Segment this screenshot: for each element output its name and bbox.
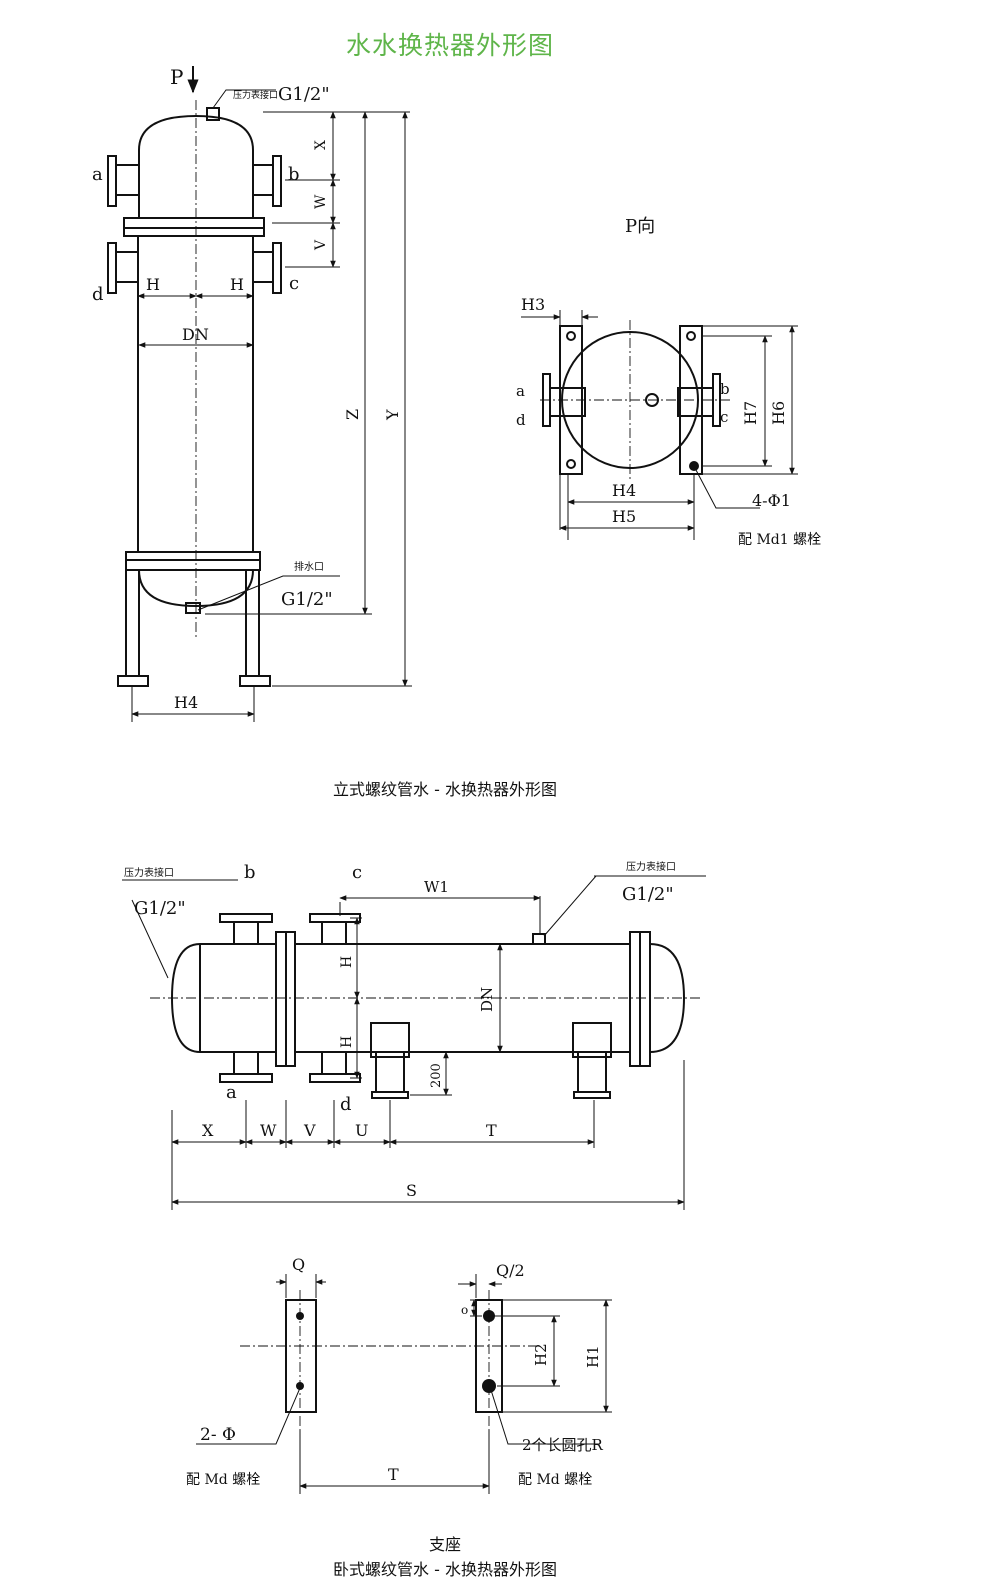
vertical-gauge-port-label: 压力表接口 [233, 89, 278, 101]
vertical-main-flange [123, 217, 265, 229]
p-view-h3-label: H3 [521, 295, 545, 314]
horizontal-s-label: S [406, 1181, 417, 1200]
horizontal-h-label-bottom: H [339, 1036, 355, 1048]
vertical-d-label: d [92, 284, 104, 305]
nozzle-c [252, 251, 274, 283]
nozzle-d [115, 251, 139, 283]
vertical-drain-port [185, 602, 201, 614]
horizontal-200-label: 200 [429, 1063, 444, 1088]
vertical-top-dome [138, 114, 254, 151]
vertical-w-label: W [313, 194, 329, 209]
horizontal-gauge-port-right-label: 压力表接口 [626, 860, 676, 873]
p-view-b-label: b [720, 380, 730, 398]
vertical-c-label: c [289, 273, 299, 294]
horizontal-nozzle-c [321, 921, 347, 945]
p-view-h7-label: H7 [741, 401, 760, 425]
horizontal-main-flange [275, 931, 287, 1067]
horizontal-w-label: W [260, 1121, 277, 1140]
p-view-bolt-label: 配 Md1 螺栓 [738, 532, 821, 548]
p-view-title: P向 [625, 216, 655, 237]
vertical-dn-label: DN [182, 325, 209, 344]
horizontal-x-label: X [202, 1121, 214, 1140]
p-view-h5-label: H5 [612, 507, 636, 526]
horizontal-nozzle-b [233, 921, 259, 945]
vertical-a-label: a [92, 164, 103, 185]
support-bolt-right-label: 配 Md 螺栓 [518, 1472, 592, 1488]
vertical-z-label: Z [343, 409, 362, 420]
nozzle-a [115, 164, 140, 196]
p-view-a-label: a [516, 382, 525, 400]
vertical-leg-foot-left [117, 675, 149, 687]
vertical-y-label: Y [383, 409, 402, 421]
horizontal-saddle-left [370, 1022, 410, 1058]
p-view-nozzle-left [549, 387, 586, 417]
horizontal-right-head [649, 943, 686, 1053]
vertical-drain-label: 排水口 [294, 560, 324, 573]
p-view-drawing: P向 H3 [516, 216, 821, 548]
horizontal-dn-label: DN [478, 987, 496, 1012]
vertical-exchanger-drawing: P 压力表接口 G1/2" a b d c H H DN X W V Z Y 排… [92, 65, 412, 722]
support-h1-label: H1 [584, 1345, 602, 1368]
horizontal-t-label: T [486, 1121, 497, 1140]
support-detail-drawing: Q Q/2 o H2 H1 T 2- Φ 配 Md 螺栓 2个长圆孔R 配 Md… [186, 1255, 612, 1494]
horizontal-right-flange [629, 931, 641, 1067]
vertical-caption: 立式螺纹管水 - 水换热器外形图 [333, 780, 557, 799]
support-holes-right-label: 2个长圆孔R [522, 1436, 604, 1454]
horizontal-w1-label: W1 [424, 878, 449, 896]
horizontal-gauge-port [532, 933, 546, 945]
vertical-g-bottom-label: G1/2" [281, 589, 333, 610]
vertical-p-label: P [170, 65, 183, 89]
support-caption: 支座 [428, 1535, 461, 1554]
support-t-label: T [388, 1465, 399, 1484]
horizontal-c-label: c [352, 862, 362, 883]
vertical-leg-foot-right [239, 675, 271, 687]
horizontal-nozzle-a [233, 1051, 259, 1075]
vertical-bottom-flange [125, 551, 261, 561]
p-view-nozzle-right [677, 387, 714, 417]
vertical-v-label: V [313, 239, 329, 251]
vertical-x-label: X [313, 140, 329, 150]
support-plate-left [285, 1299, 317, 1413]
support-h2-label: H2 [532, 1343, 550, 1366]
vertical-b-label: b [288, 164, 300, 185]
page-title: 水水换热器外形图 [345, 31, 554, 60]
horizontal-u-label: U [355, 1121, 368, 1140]
p-view-c-label: c [720, 408, 728, 426]
horizontal-v-label: V [303, 1121, 316, 1140]
horizontal-nozzle-d [321, 1051, 347, 1075]
horizontal-a-label: a [226, 1082, 237, 1103]
horizontal-h-label-top: H [339, 956, 355, 968]
vertical-h4-label: H4 [174, 693, 198, 712]
support-o-label: o [461, 1303, 468, 1317]
support-holes-left-label: 2- Φ [200, 1425, 236, 1445]
horizontal-b-label: b [244, 862, 256, 883]
p-view-h4-label: H4 [612, 481, 636, 500]
horizontal-saddle-right [572, 1022, 612, 1058]
p-view-d-label: d [516, 411, 526, 429]
horizontal-exchanger-drawing: 压力表接口 G1/2" 压力表接口 G1/2" b c a d W1 H H D… [122, 860, 706, 1210]
horizontal-g-right-label: G1/2" [622, 884, 674, 905]
p-view-h6-label: H6 [769, 401, 788, 425]
support-q-label: Q [292, 1255, 305, 1274]
horizontal-gauge-port-left-label: 压力表接口 [124, 866, 174, 879]
vertical-g-top-label: G1/2" [278, 84, 330, 105]
horizontal-caption: 卧式螺纹管水 - 水换热器外形图 [333, 1560, 557, 1579]
vertical-h-label-right: H [230, 275, 244, 294]
support-bolt-left-label: 配 Md 螺栓 [186, 1472, 260, 1488]
nozzle-b [252, 164, 274, 196]
horizontal-d-label: d [340, 1094, 352, 1115]
support-q-half-label: Q/2 [496, 1261, 525, 1280]
horizontal-g-left-label: G1/2" [134, 898, 186, 919]
p-view-holes-label: 4-Φ1 [752, 491, 791, 510]
vertical-h-label-left: H [146, 275, 160, 294]
